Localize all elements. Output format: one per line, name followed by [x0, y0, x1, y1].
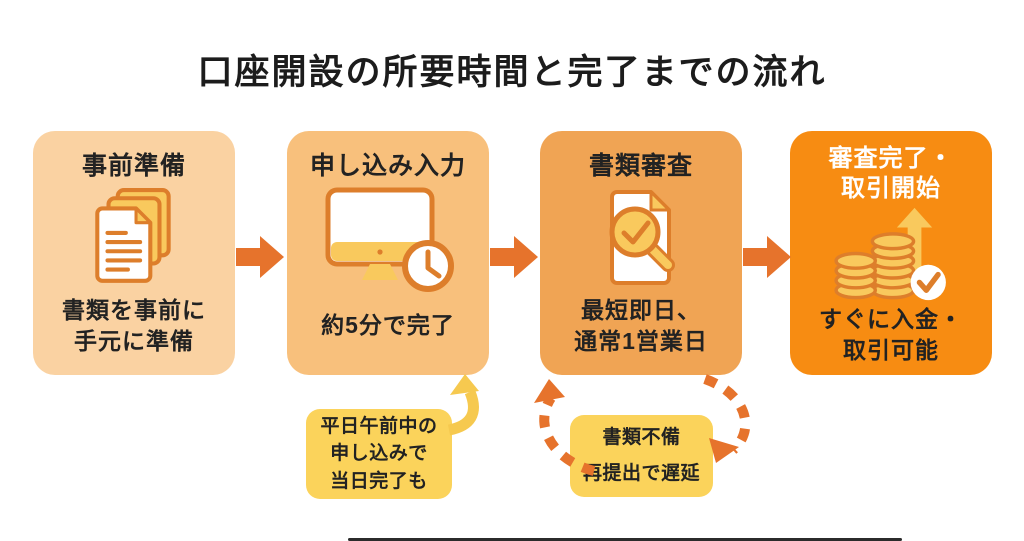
step-caption: 最短即日、 通常1営業日 [574, 293, 708, 359]
caption-line: 最短即日、 [580, 296, 701, 323]
caption-line: すぐに入金・ [819, 306, 963, 332]
step-label: 事前準備 [82, 151, 186, 182]
flow-arrow-icon [490, 236, 538, 278]
flow-arrow-icon [743, 236, 791, 278]
step-caption: 約5分で完了 [321, 293, 455, 359]
callout-line: 当日完了も [330, 470, 428, 492]
callout-line: 平日午前中の [320, 415, 438, 437]
arrow-bar [743, 248, 769, 266]
arrow-bar [490, 248, 516, 266]
step-review-complete-trading-start: 審査完了・ 取引開始 [790, 131, 992, 375]
step-label: 申し込み入力 [310, 151, 466, 182]
caption-line: 書類を事前に [62, 296, 206, 323]
callout-document-deficiency: 書類不備 再提出で遅延 [570, 415, 713, 497]
caption-line: 取引可能 [843, 337, 939, 364]
step-label-line: 申し込み入力 [309, 152, 466, 180]
step-caption: 書類を事前に 手元に準備 [62, 293, 206, 359]
documents-stack-icon [81, 182, 187, 293]
flow-arrow-icon [236, 236, 284, 278]
step-application-input: 申し込み入力 約5分で完了 [287, 131, 489, 375]
step-label-line: 事前準備 [81, 152, 186, 180]
caption-line: 通常1営業日 [574, 328, 708, 354]
callout-line: 申し込みで [330, 443, 428, 465]
step-label: 書類審査 [589, 151, 693, 182]
page-title: 口座開設の所要時間と完了までの流れ [197, 53, 827, 92]
document-magnifier-check-icon [591, 182, 691, 293]
callout-line: 書類不備 [602, 426, 681, 448]
caption-line: 手元に準備 [74, 328, 194, 354]
step-label-line: 審査完了・ [828, 145, 954, 172]
monitor-clock-icon [322, 182, 454, 293]
caption-line: 約5分で完了 [321, 312, 455, 339]
step-document-review: 書類審査 最短即日、 通常1営業日 [540, 131, 742, 375]
callout-same-day-completion: 平日午前中の 申し込みで 当日完了も [306, 409, 452, 499]
arrow-bar [236, 248, 262, 266]
arrow-head [767, 236, 791, 278]
step-preparation: 事前準備 書類を事前に 手元に準備 [33, 131, 235, 375]
cropped-element-edge [348, 538, 902, 541]
step-label: 審査完了・ 取引開始 [829, 144, 954, 204]
arrow-head [514, 236, 538, 278]
step-label-line: 書類審査 [588, 152, 693, 180]
curved-up-arrow-icon [447, 374, 479, 436]
coins-growth-check-icon [830, 204, 952, 304]
arrow-head [260, 236, 284, 278]
callout-line: 再提出で遅延 [582, 463, 700, 484]
step-caption: すぐに入金・ 取引可能 [819, 304, 963, 366]
step-label-line: 取引開始 [841, 175, 941, 202]
